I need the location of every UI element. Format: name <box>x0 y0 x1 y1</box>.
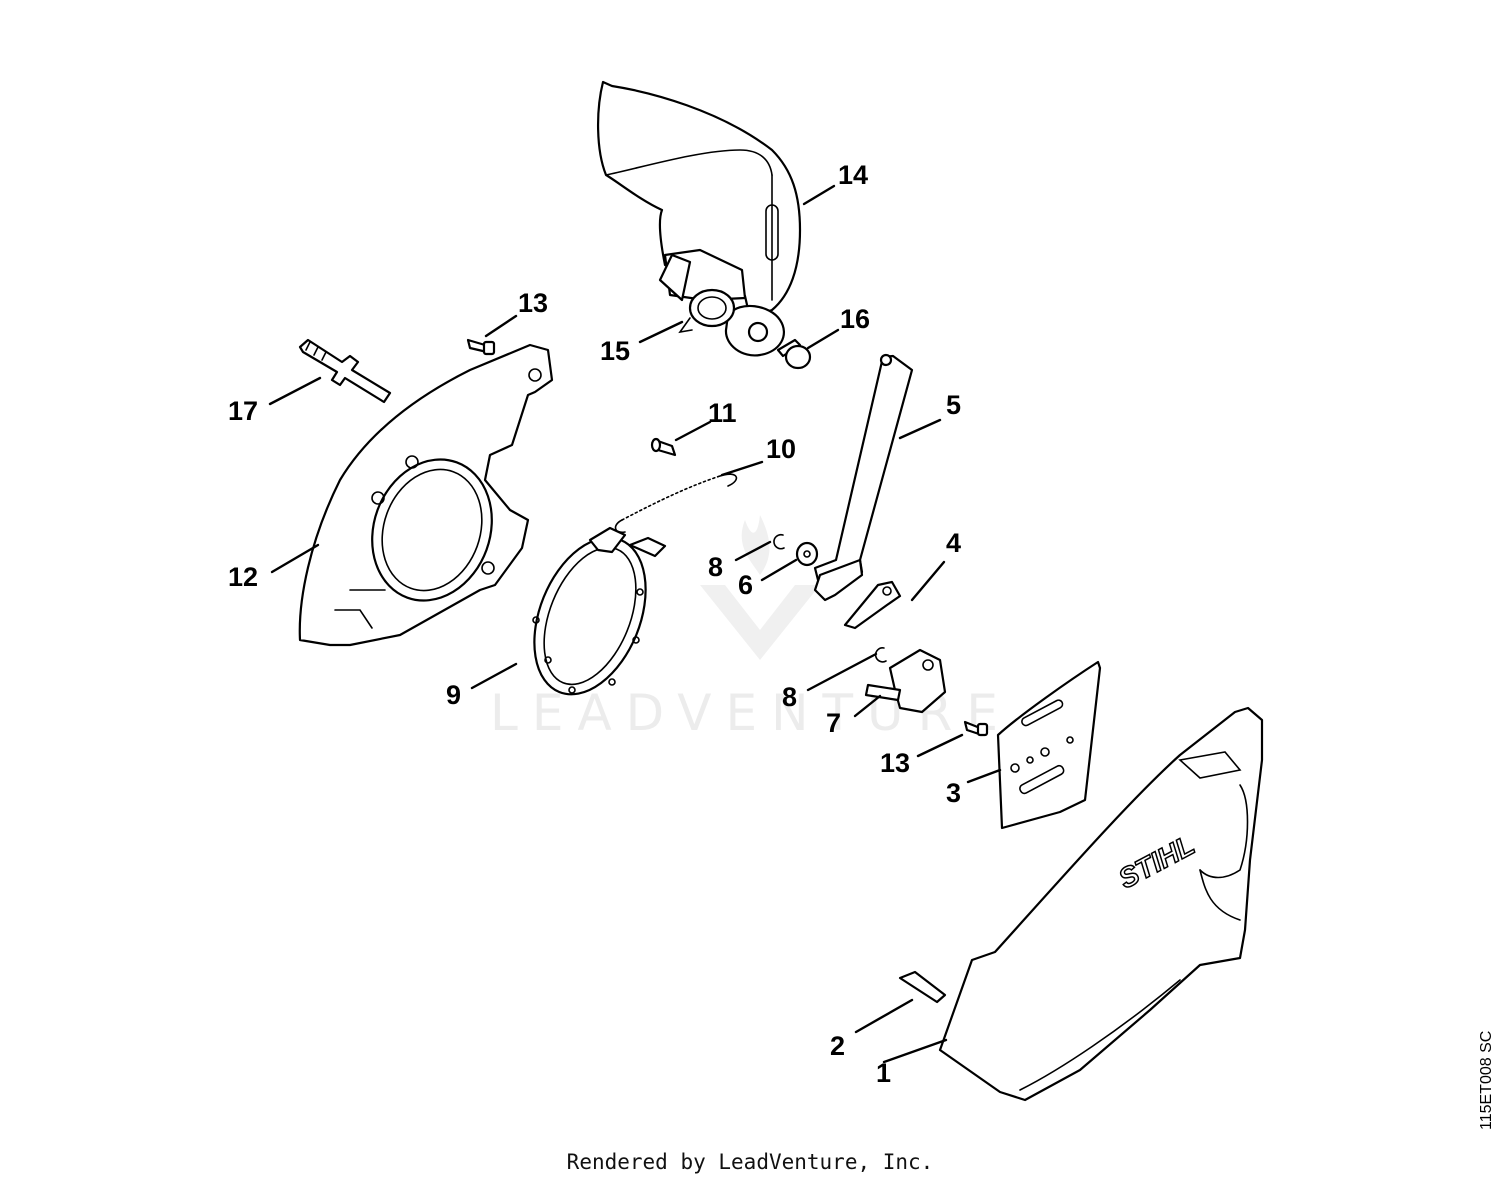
callout-11: 11 <box>708 398 737 428</box>
callout-2: 2 <box>830 1031 845 1061</box>
part-5-lever <box>813 353 914 602</box>
part-7-bracket <box>864 648 947 714</box>
part-13-screw-top <box>466 338 496 356</box>
leader-lines <box>268 184 1002 1064</box>
part-12-brake-housing <box>298 343 554 647</box>
part-2-pin <box>898 970 947 1004</box>
callout-1: 1 <box>876 1058 891 1088</box>
callout-6: 6 <box>738 570 753 600</box>
part-15-torsion-spring <box>678 288 736 334</box>
callout-8-lower: 8 <box>782 682 797 712</box>
callout-8-upper: 8 <box>708 552 723 582</box>
part-8-e-clip-lower <box>874 647 887 663</box>
part-17-stud-bolt <box>298 338 392 404</box>
part-10-tension-spring <box>614 473 738 534</box>
callout-12: 12 <box>228 562 258 592</box>
diagram-reference-code: 115ET008 SC <box>1478 1030 1495 1130</box>
callout-9: 9 <box>446 680 461 710</box>
callout-15: 15 <box>600 336 630 366</box>
callout-13-upper: 13 <box>518 288 548 318</box>
callout-14: 14 <box>838 160 868 190</box>
callout-16: 16 <box>840 304 870 334</box>
callout-10: 10 <box>766 434 796 464</box>
callout-4: 4 <box>946 528 961 558</box>
render-credit: Rendered by LeadVenture, Inc. <box>566 1150 934 1174</box>
part-14-hand-guard <box>597 80 802 357</box>
part-3-plate <box>996 660 1102 830</box>
callout-5: 5 <box>946 390 961 420</box>
callout-labels: 1 2 3 4 5 6 7 8 8 9 10 11 12 13 13 14 15… <box>228 160 961 1088</box>
part-1-sprocket-cover: STIHL <box>938 706 1264 1102</box>
part-11-pin <box>650 437 677 457</box>
part-6-washer <box>795 541 819 567</box>
callout-3: 3 <box>946 778 961 808</box>
callout-7: 7 <box>826 708 841 738</box>
part-9-brake-band <box>532 526 667 696</box>
part-13-screw-lower <box>963 720 989 737</box>
part-16-screw <box>776 338 812 370</box>
callout-13-lower: 13 <box>880 748 910 778</box>
part-8-e-clip-upper <box>773 533 785 550</box>
callout-17: 17 <box>228 396 258 426</box>
part-4-lever-arm <box>843 580 902 630</box>
